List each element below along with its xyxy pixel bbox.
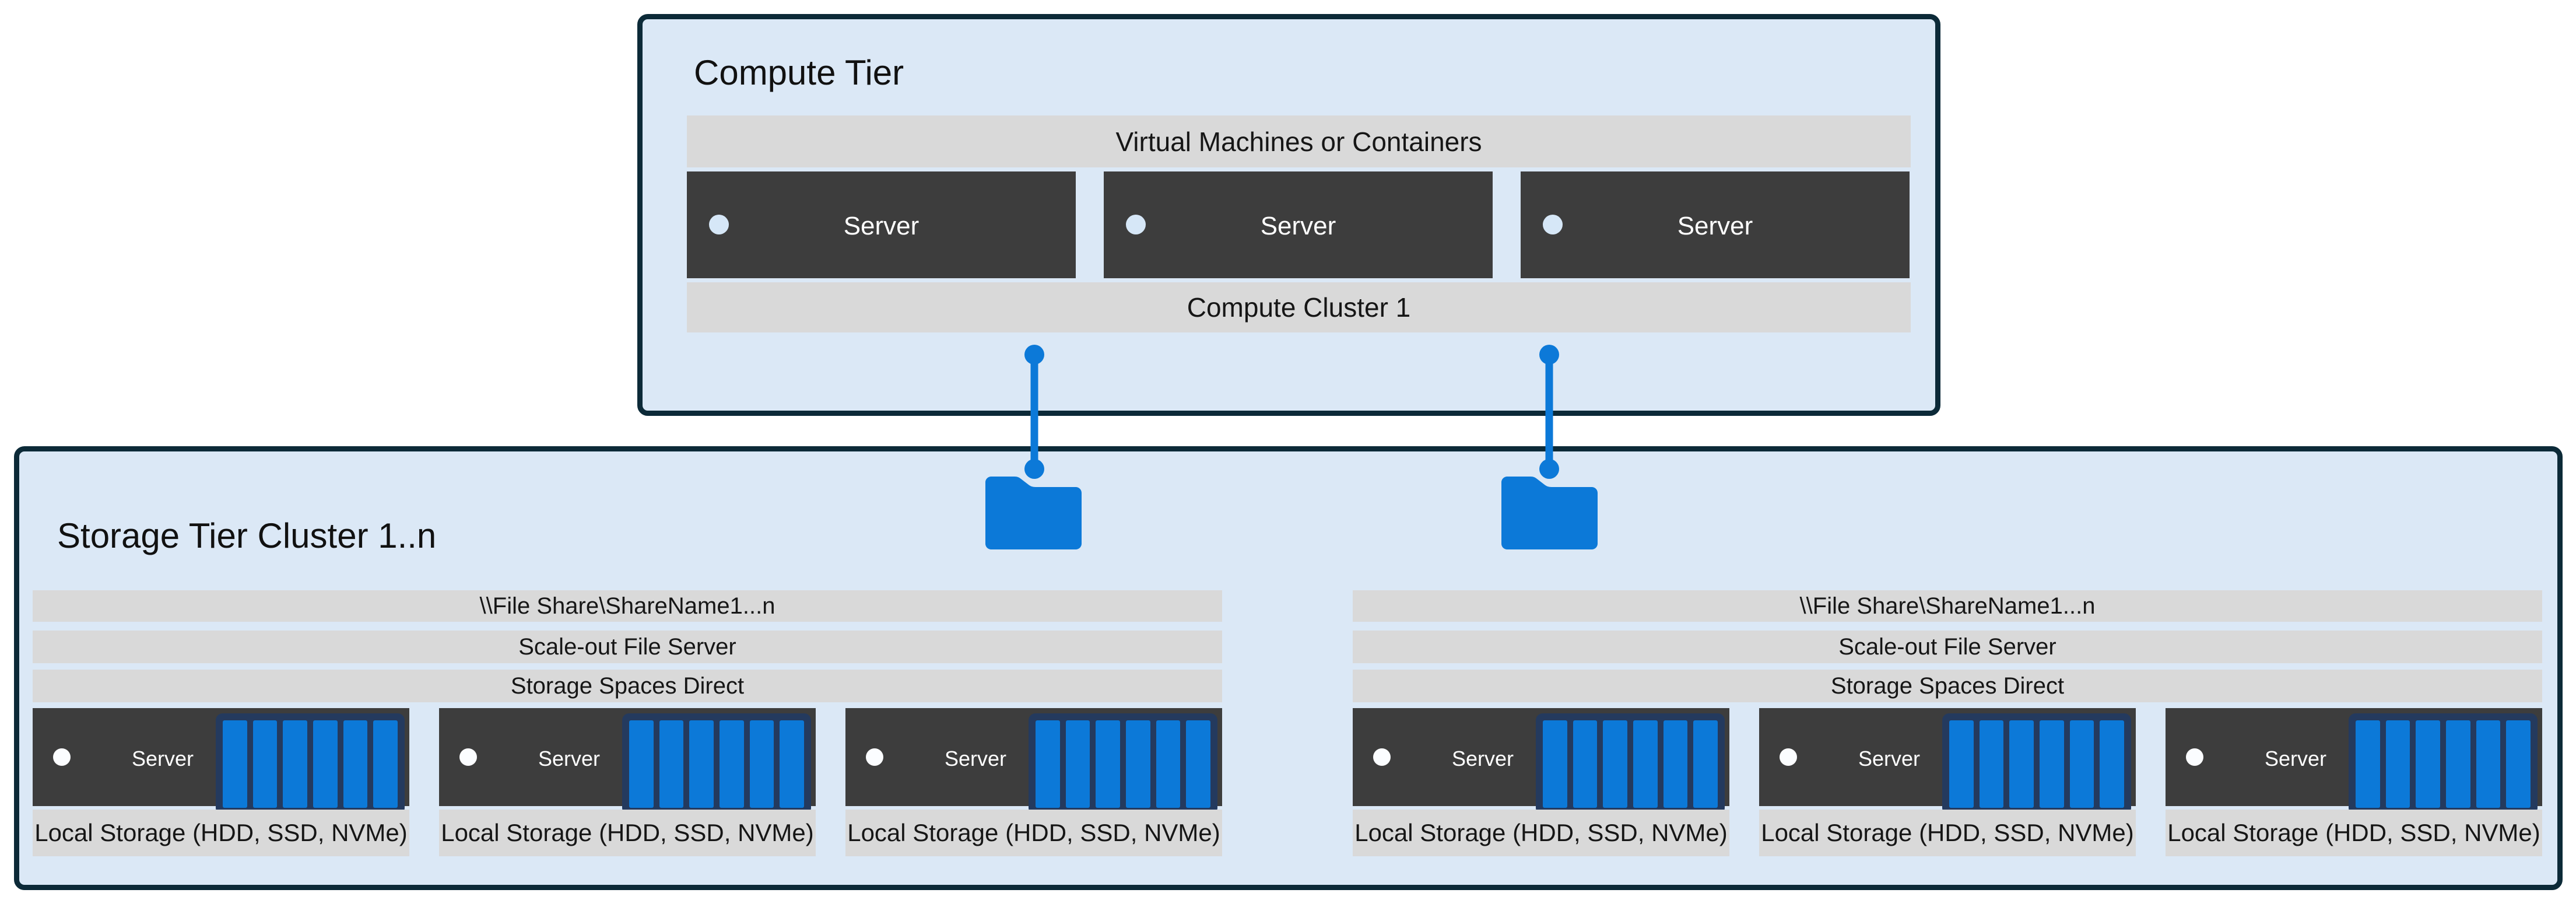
power-led-icon <box>53 748 71 766</box>
power-led-icon <box>709 215 729 234</box>
server-label: Server <box>1858 747 1921 771</box>
local-storage-bar: Local Storage (HDD, SSD, NVMe) <box>1759 810 2136 856</box>
power-led-icon <box>1543 215 1563 234</box>
scale-out-file-server-bar: Scale-out File Server <box>33 631 1222 663</box>
file-share-bar: \\File Share\ShareName1...n <box>33 590 1222 622</box>
disk-array-icon <box>216 713 405 815</box>
storage-tier-title: Storage Tier Cluster 1..n <box>57 516 437 555</box>
server-label: Server <box>1451 747 1514 771</box>
storage-spaces-direct-bar: Storage Spaces Direct <box>1353 670 2542 702</box>
server-label: Server <box>131 747 194 771</box>
file-share-label: \\File Share\ShareName1...n <box>479 593 775 619</box>
server-label: Server <box>1260 212 1336 240</box>
local-storage-label: Local Storage (HDD, SSD, NVMe) <box>847 819 1220 846</box>
power-led-icon <box>2186 748 2203 766</box>
power-led-icon <box>1780 748 1797 766</box>
local-storage-label: Local Storage (HDD, SSD, NVMe) <box>441 819 814 846</box>
compute-cluster-bar: Compute Cluster 1 <box>687 282 1911 332</box>
disk-array-icon <box>2349 713 2538 815</box>
vm-containers-label: Virtual Machines or Containers <box>1115 126 1482 157</box>
server-label: Server <box>538 747 601 771</box>
server-label: Server <box>944 747 1007 771</box>
disk-array-icon <box>1942 713 2131 815</box>
local-storage-bar: Local Storage (HDD, SSD, NVMe) <box>2166 810 2542 856</box>
storage-spaces-direct-bar: Storage Spaces Direct <box>33 670 1222 702</box>
local-storage-label: Local Storage (HDD, SSD, NVMe) <box>1761 819 2134 846</box>
local-storage-label: Local Storage (HDD, SSD, NVMe) <box>34 819 408 846</box>
file-share-bar: \\File Share\ShareName1...n <box>1353 590 2542 622</box>
storage-server: Server <box>1353 708 1729 815</box>
storage-spaces-direct-label: Storage Spaces Direct <box>1830 673 2065 699</box>
storage-server: Server <box>845 708 1222 815</box>
server-label: Server <box>1677 212 1753 240</box>
storage-server: Server <box>33 708 409 815</box>
compute-server-1: Server <box>687 171 1076 278</box>
local-storage-bar: Local Storage (HDD, SSD, NVMe) <box>33 810 409 856</box>
local-storage-bar: Local Storage (HDD, SSD, NVMe) <box>845 810 1222 856</box>
compute-server-3: Server <box>1521 171 1910 278</box>
storage-spaces-direct-label: Storage Spaces Direct <box>510 673 745 699</box>
local-storage-label: Local Storage (HDD, SSD, NVMe) <box>1354 819 1728 846</box>
compute-server-2: Server <box>1104 171 1493 278</box>
disk-array-icon <box>622 713 811 815</box>
server-label: Server <box>843 212 920 240</box>
power-led-icon <box>1126 215 1146 234</box>
compute-cluster-label: Compute Cluster 1 <box>1187 292 1411 323</box>
file-share-label: \\File Share\ShareName1...n <box>1799 593 2096 619</box>
storage-server: Server <box>2166 708 2542 815</box>
scale-out-file-server-label: Scale-out File Server <box>518 633 736 660</box>
server-label: Server <box>2264 747 2327 771</box>
scale-out-file-server-bar: Scale-out File Server <box>1353 631 2542 663</box>
local-storage-bar: Local Storage (HDD, SSD, NVMe) <box>439 810 816 856</box>
local-storage-label: Local Storage (HDD, SSD, NVMe) <box>2167 819 2540 846</box>
scale-out-file-server-label: Scale-out File Server <box>1838 633 2056 660</box>
storage-tier-box <box>14 446 2563 890</box>
power-led-icon <box>866 748 883 766</box>
storage-server: Server <box>1759 708 2136 815</box>
vm-containers-bar: Virtual Machines or Containers <box>687 115 1911 167</box>
disk-array-icon <box>1029 713 1217 815</box>
local-storage-bar: Local Storage (HDD, SSD, NVMe) <box>1353 810 1729 856</box>
power-led-icon <box>459 748 477 766</box>
power-led-icon <box>1373 748 1391 766</box>
compute-tier-title: Compute Tier <box>694 53 904 92</box>
disk-array-icon <box>1536 713 1725 815</box>
storage-server: Server <box>439 708 816 815</box>
